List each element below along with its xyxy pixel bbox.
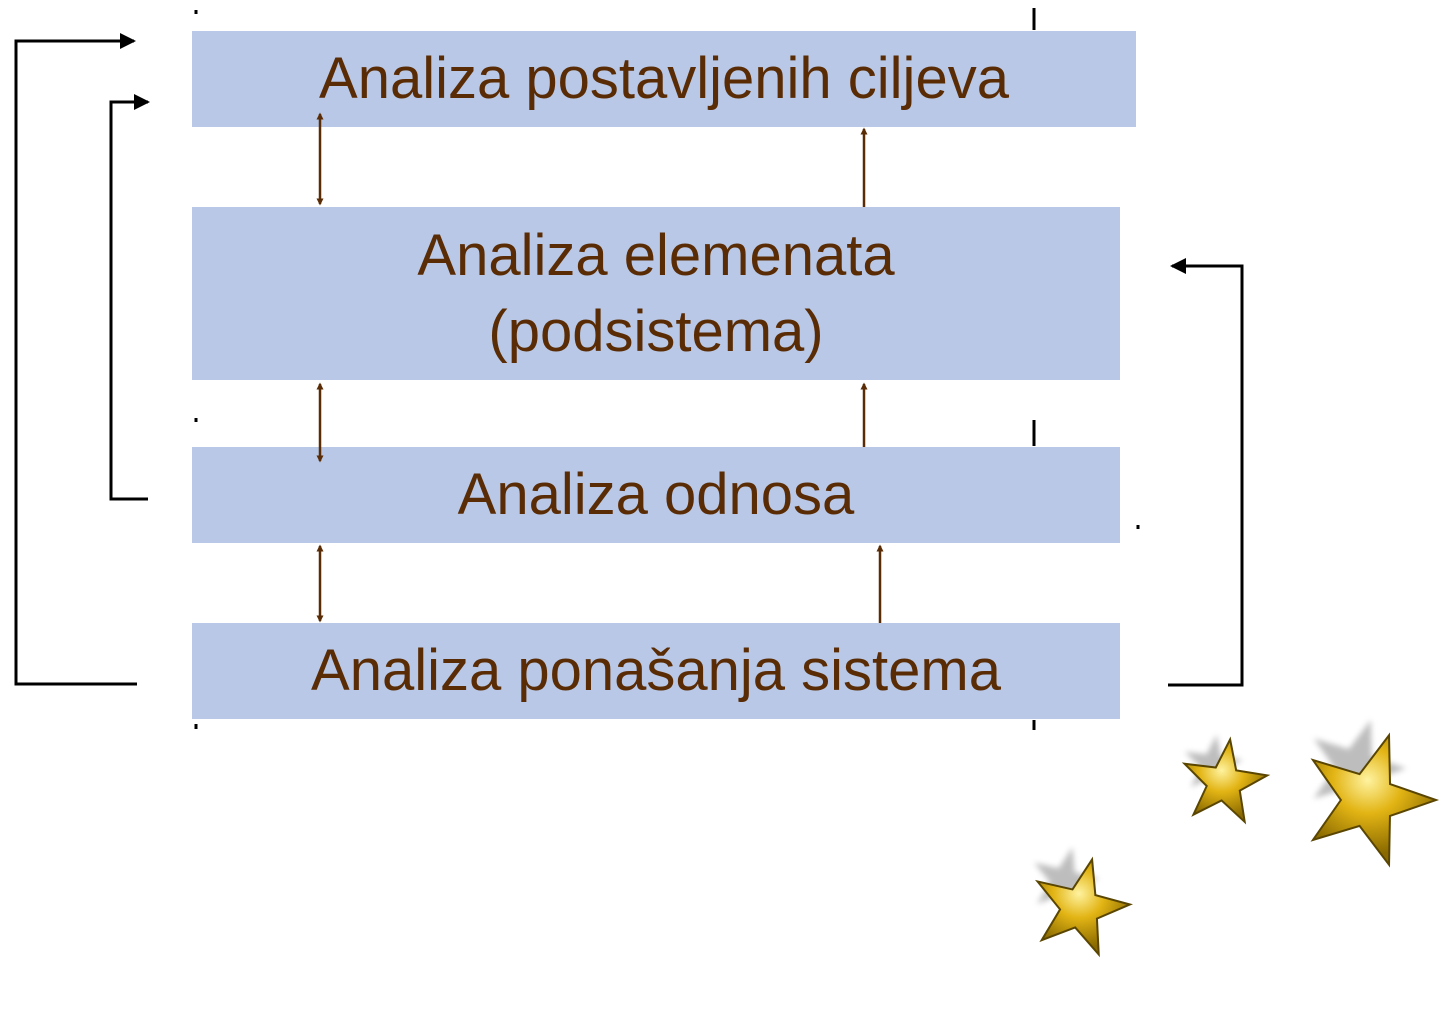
- feedback-arrow-behavior-to-goals: [14, 33, 137, 686]
- star-icon: [1310, 719, 1440, 868]
- step-box-goals: Analiza postavljenih ciljeva: [192, 31, 1136, 127]
- step-box-relations: Analiza odnosa: [192, 447, 1120, 543]
- star-icon: [1181, 734, 1271, 825]
- step-box-behavior: Analiza ponašanja sistema: [192, 623, 1120, 719]
- tick-marks: [194, 8, 1140, 730]
- step-box-elements: Analiza elemenata (podsistema): [192, 207, 1120, 380]
- star-icon: [1034, 847, 1133, 958]
- step-label-goals: Analiza postavljenih ciljeva: [319, 46, 1009, 111]
- step-label-behavior: Analiza ponašanja sistema: [311, 638, 1001, 703]
- feedback-arrow-behavior-to-elements: [1168, 258, 1244, 687]
- step-label-elements: Analiza elemenata (podsistema): [417, 222, 895, 364]
- feedback-arrow-relations-to-goals: [109, 94, 150, 501]
- step-label-relations: Analiza odnosa: [457, 462, 855, 527]
